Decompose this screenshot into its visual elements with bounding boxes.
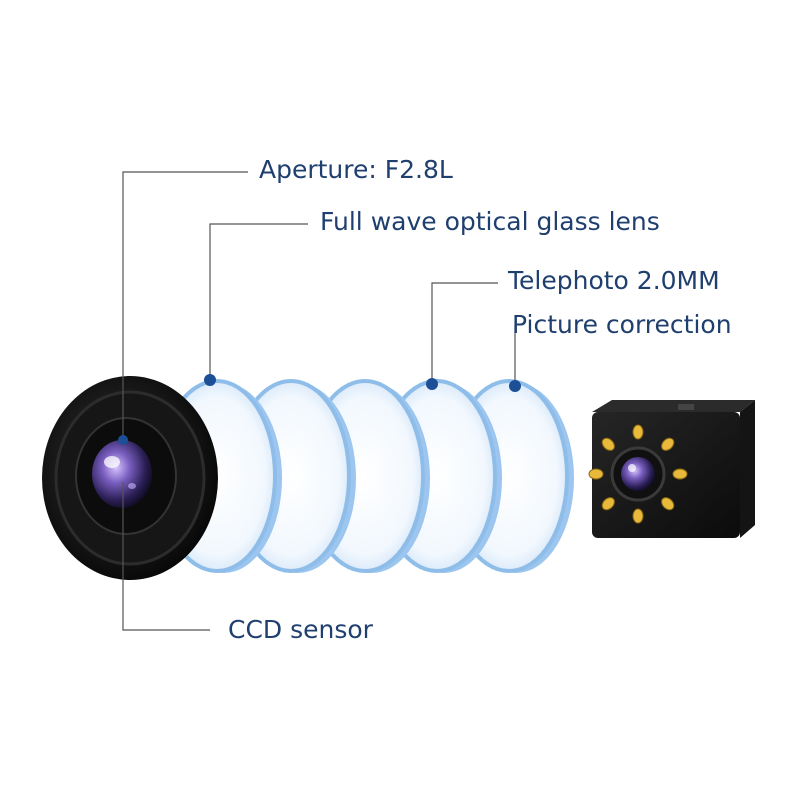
telephoto-callout-dot xyxy=(426,378,438,390)
led-light xyxy=(601,497,615,511)
ccd-sensor-label: CCD sensor xyxy=(228,615,373,644)
led-light xyxy=(632,424,644,440)
camera-lens-icon xyxy=(42,376,218,580)
aperture-callout-dot xyxy=(118,435,128,445)
led-light xyxy=(601,437,615,451)
aperture-label: Aperture: F2.8L xyxy=(259,155,453,184)
correction-label: Picture correction xyxy=(512,310,732,339)
leader-lines xyxy=(122,171,516,631)
led-light xyxy=(661,497,675,511)
led-light xyxy=(632,508,644,524)
backup-camera-icon xyxy=(588,400,755,538)
correction-callout-dot xyxy=(509,380,521,392)
glass-lens-label: Full wave optical glass lens xyxy=(320,207,660,236)
glass-lens-stack xyxy=(157,379,574,573)
telephoto-leader-line xyxy=(431,282,498,384)
glass-lens-leader-line xyxy=(209,223,308,380)
led-light xyxy=(661,437,675,451)
glass-lens-callout-dot xyxy=(204,374,216,386)
led-light xyxy=(588,468,604,480)
aperture-leader-line xyxy=(122,171,248,440)
ccd-leader-line xyxy=(122,482,210,631)
telephoto-label: Telephoto 2.0MM xyxy=(508,266,720,295)
callout-dots xyxy=(118,374,521,445)
led-ring xyxy=(588,424,688,524)
led-light xyxy=(672,468,688,480)
